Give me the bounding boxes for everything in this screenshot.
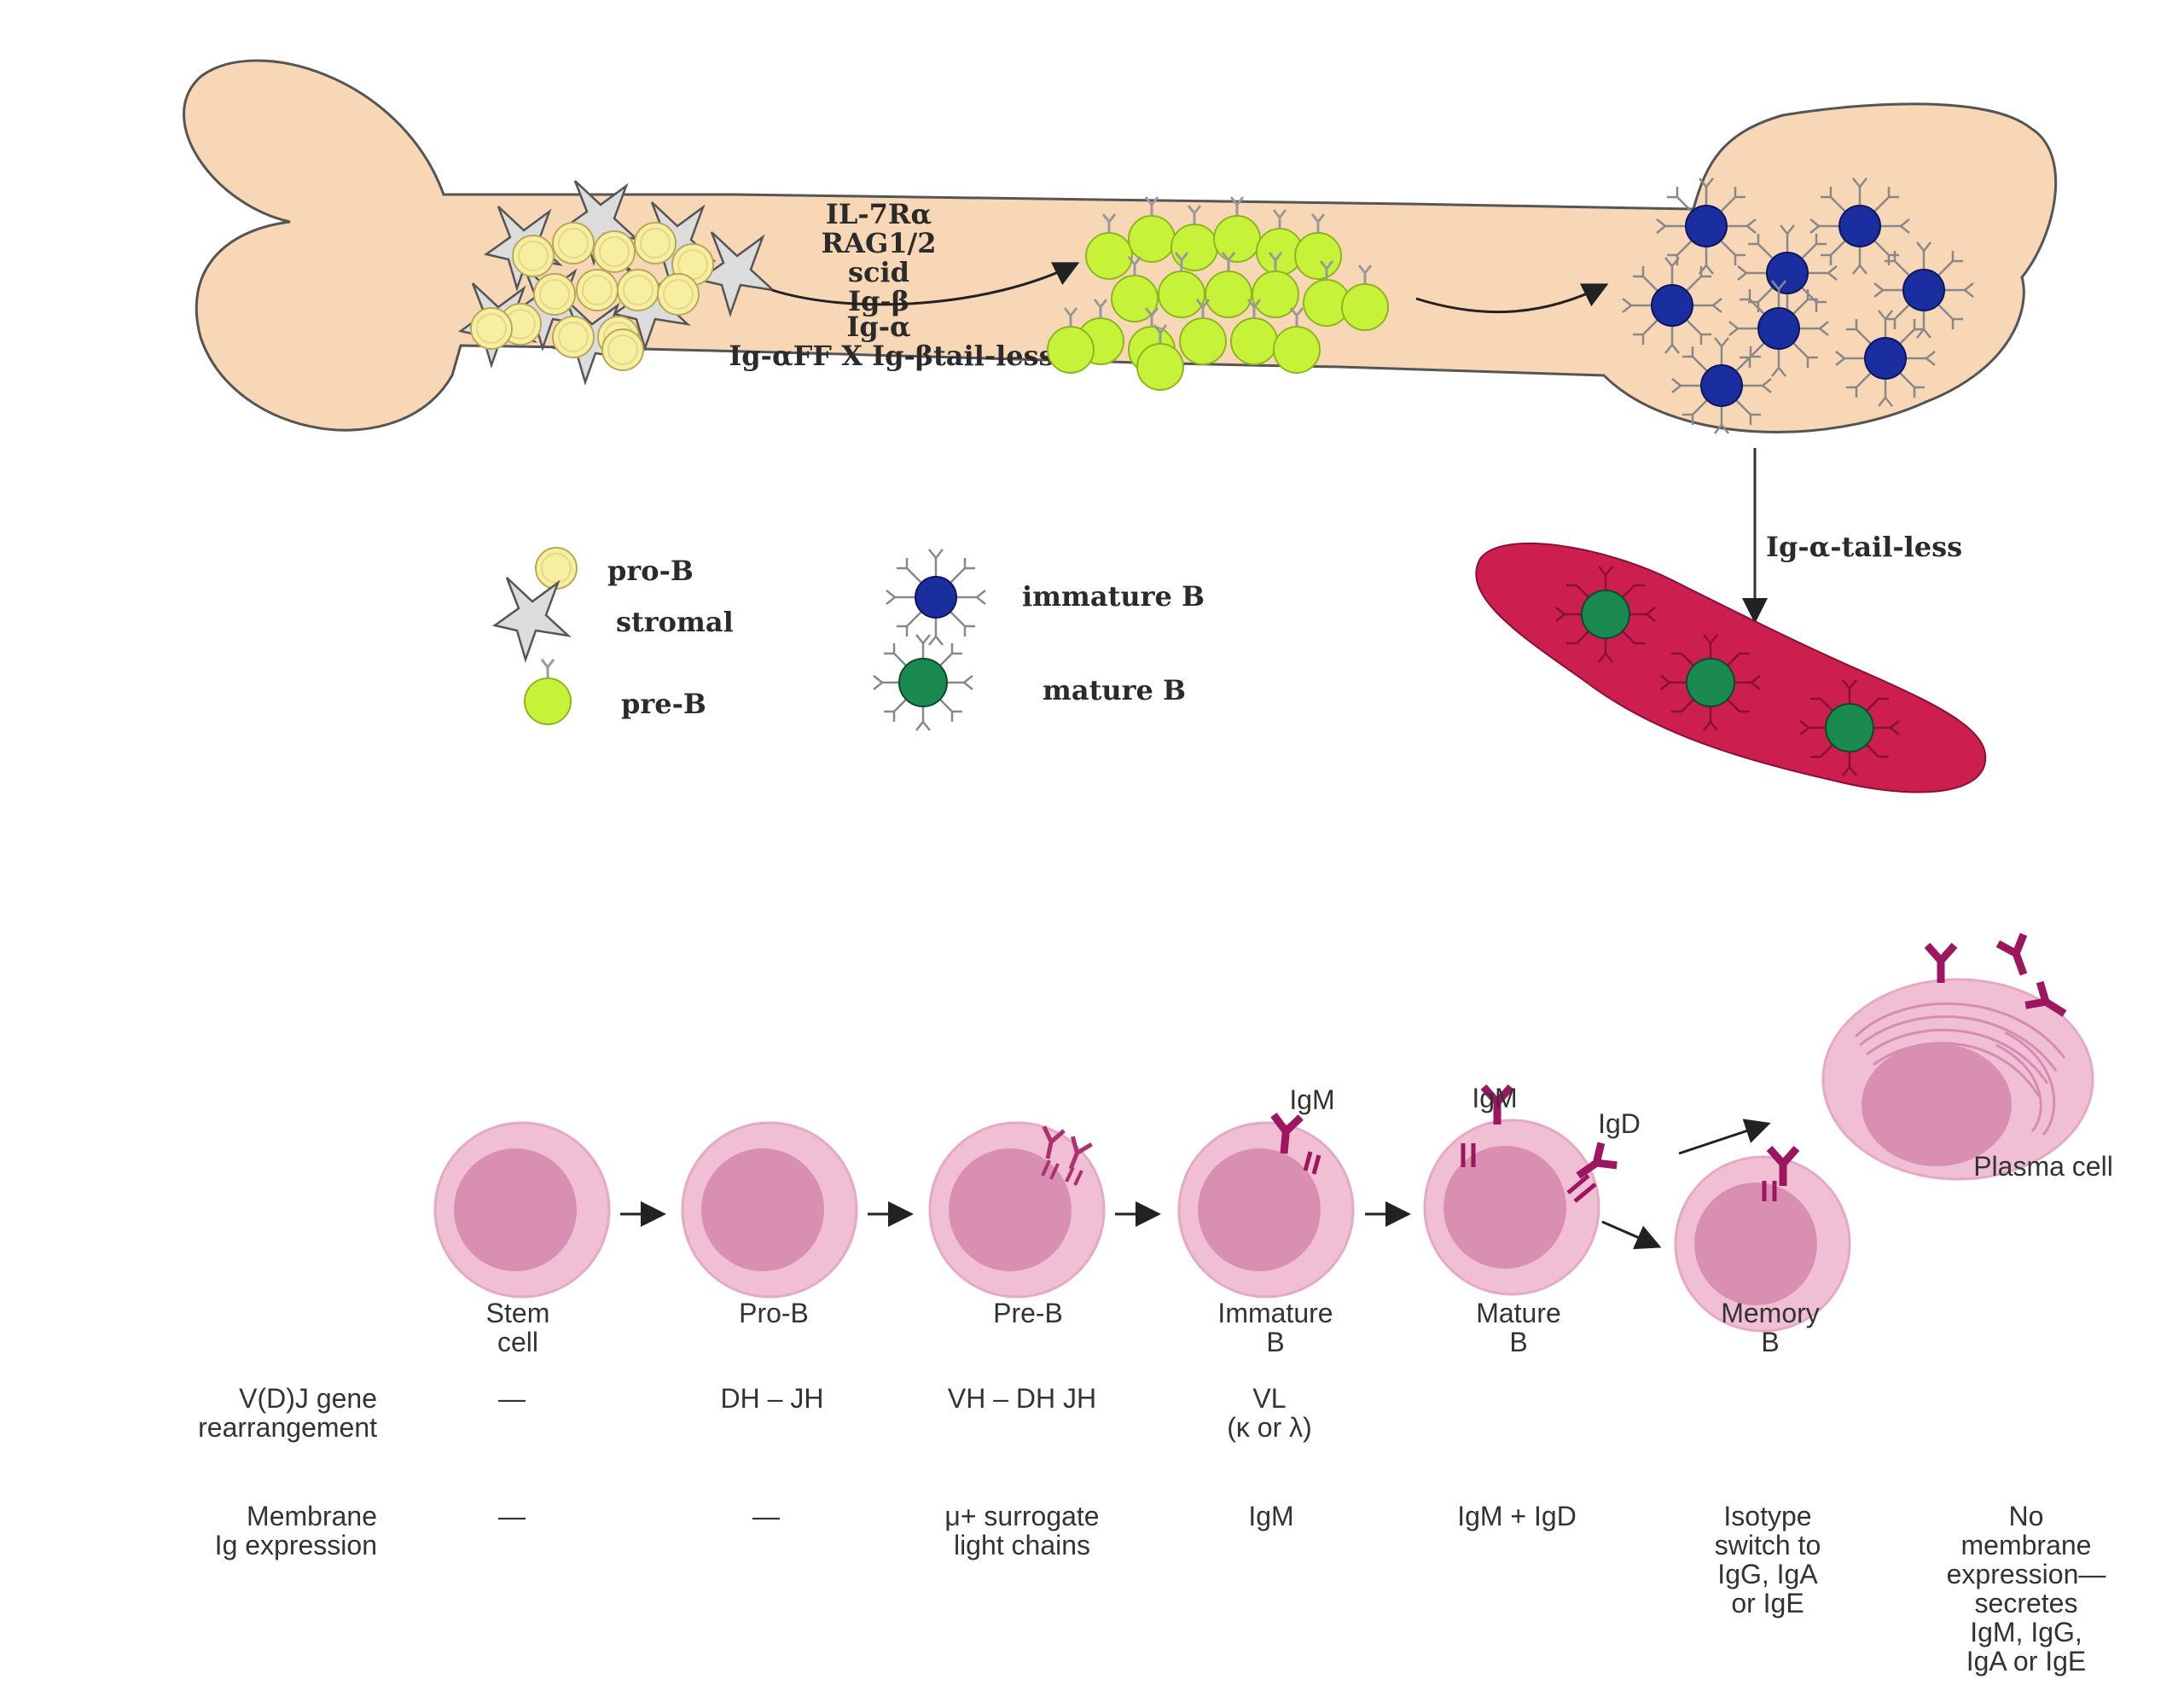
legend-item-stromal: stromal — [493, 576, 734, 661]
factor-label: RAG1/2 — [822, 227, 937, 259]
immature-b-receptor — [1270, 1115, 1321, 1175]
bone-panel: IL-7Rα RAG1/2 scid Ig-β Ig-α Ig-αFF X Ig… — [183, 59, 2058, 793]
legend-item-pre-b: pre-B — [523, 658, 706, 726]
legend-label: pre-B — [621, 688, 706, 720]
receptor-chain-icon — [1303, 1151, 1321, 1175]
factor-label: IL-7Rα — [826, 198, 932, 230]
pro-to-pre-arrow — [771, 262, 1080, 306]
pro-b-cell — [681, 1121, 858, 1299]
surrogate-light-chain-icon — [1041, 1159, 1083, 1186]
igm-label: IgM — [1289, 1084, 1334, 1115]
pro-b-cell — [593, 230, 636, 273]
mature-b-cell — [1423, 1119, 1600, 1296]
receptor-chain-icon — [1461, 1143, 1476, 1167]
pro-b-cell — [512, 235, 555, 277]
pro-b-cell-icon — [535, 547, 578, 590]
pro-b-cell — [617, 269, 659, 311]
pre-b-receptors — [1037, 1126, 1091, 1186]
vdj-value: VH – DH JH — [948, 1383, 1096, 1414]
legend: pro-B stromal pre-B immature B mature B — [493, 547, 1205, 732]
antibody-icon — [1998, 934, 2036, 979]
plasma-cell — [1821, 978, 2094, 1181]
vdj-value: VL(κ or λ) — [1227, 1383, 1312, 1443]
igm-label: IgM — [1472, 1083, 1517, 1113]
pre-to-immature-arrow — [1415, 283, 1609, 314]
pro-b-cell — [657, 273, 700, 316]
membrane-value: IgM + IgD — [1457, 1501, 1577, 1531]
legend-item-immature-b: immature B — [885, 548, 1205, 647]
pro-b-cell — [634, 222, 677, 264]
factor-label: Ig-αFF X Ig-βtail-less — [729, 340, 1054, 372]
vdj-value-text: VH – DH JH — [948, 1383, 1096, 1414]
vdj-value: DH – JH — [721, 1383, 824, 1414]
factor-label: Ig-α — [846, 311, 910, 343]
stage-name: Pro-B — [739, 1298, 809, 1328]
receptor-chain-icon — [1566, 1174, 1597, 1203]
igd-label: IgD — [1598, 1108, 1641, 1139]
membrane-value: IgM — [1248, 1501, 1293, 1531]
antibody-icon — [1927, 945, 1955, 983]
vdj-row: — DH – JH VH – DH JH VL(κ or λ) — [498, 1383, 1312, 1443]
legend-label: immature B — [1022, 580, 1205, 613]
membrane-value: — — [752, 1501, 780, 1531]
spleen-shape — [1475, 542, 1987, 793]
plasma-cell-label: Plasma cell — [1973, 1151, 2113, 1182]
immature-b-cell — [1177, 1121, 1355, 1299]
pro-b-cell — [552, 316, 595, 358]
pro-b-cell — [576, 269, 619, 311]
vdj-value: — — [498, 1383, 526, 1414]
stem-cell — [433, 1121, 611, 1299]
memory-b-receptor — [1762, 1148, 1797, 1201]
legend-label: stromal — [616, 606, 734, 638]
exit-knockout-label: Ig-α-tail-less — [1766, 531, 1962, 563]
knockout-factor-list: IL-7Rα RAG1/2 scid Ig-β Ig-α Ig-αFF X Ig… — [729, 198, 1054, 372]
pre-b-cell-icon — [523, 658, 572, 726]
stage-name: Pre-B — [993, 1298, 1063, 1328]
vdj-value-text: DH – JH — [721, 1383, 824, 1414]
mature-b-cell-icon — [872, 633, 974, 732]
pro-b-cell — [552, 222, 595, 264]
factor-label: scid — [848, 256, 909, 288]
immature-b-cell-icon — [885, 548, 987, 647]
pro-b-cell — [533, 273, 576, 316]
legend-label: mature B — [1043, 674, 1186, 706]
legend-item-pro-b: pro-B — [535, 547, 694, 590]
to-plasma-arrow — [1678, 1119, 1771, 1155]
receptor-chain-icon — [1762, 1181, 1777, 1201]
legend-item-mature-b: mature B — [872, 633, 1186, 732]
mature-b-receptors — [1461, 1087, 1617, 1203]
membrane-value: — — [498, 1501, 526, 1531]
pro-b-cell — [470, 307, 513, 350]
to-memory-arrow — [1601, 1220, 1662, 1250]
pro-b-cell — [601, 328, 644, 371]
legend-label: pro-B — [607, 555, 694, 587]
factor-label: Ig-β — [848, 285, 909, 317]
stromal-cell-icon — [493, 576, 570, 661]
